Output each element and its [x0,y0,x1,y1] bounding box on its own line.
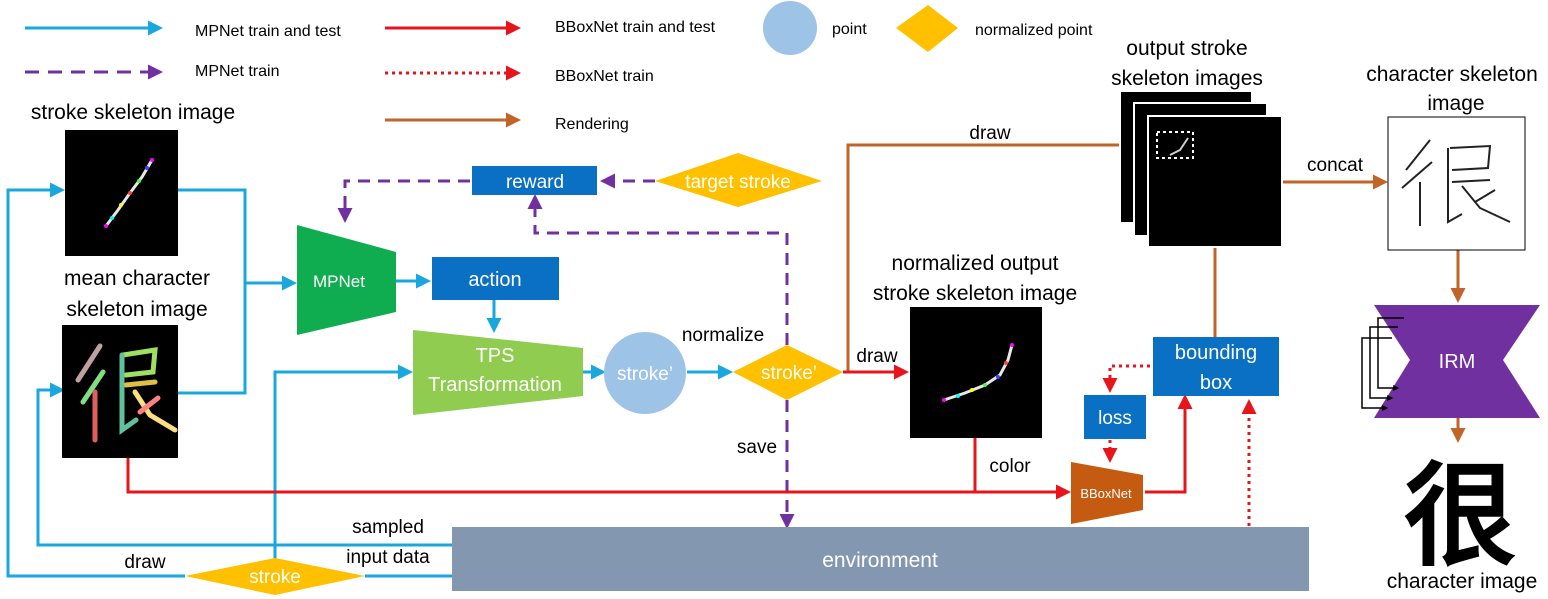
legend: MPNet train and test MPNet train BBoxNet… [25,1,1093,133]
character-glyph: 很 [1404,454,1516,579]
action-label: action [468,269,521,291]
mean-char-title-1: mean character [64,267,210,290]
mpnet-block [297,225,396,335]
sampled-label-2: input data [346,547,430,568]
normalize-label: normalize [682,325,764,346]
tps-label-1: TPS [476,345,515,367]
legend-point-circle [763,1,817,55]
target-stroke-diamond [655,153,822,207]
draw-left-label: draw [124,552,165,573]
mpnet-label: MPNet [313,272,365,291]
stroke-skeleton-image-title: stroke skeleton image [31,101,235,124]
tps-block [413,330,583,415]
save-label: save [737,437,777,458]
arrow-reward-to-mpnet [337,179,470,223]
arrow-mean-char-to-mpnet [178,283,247,395]
draw-top-label: draw [969,123,1010,144]
character-skeleton-image [1387,116,1526,251]
normalized-output-title-1: normalized output [892,252,1059,275]
sampled-label-1: sampled [352,517,424,538]
normalized-output-image [910,307,1042,438]
legend-rendering: Rendering [555,116,629,133]
legend-mpnet-train: MPNet train [195,63,279,80]
bboxnet-block [1071,462,1143,524]
mean-char-title-2: skeleton image [66,298,207,321]
legend-mpnet-train-test: MPNet train and test [195,23,341,40]
normalized-output-title-2: stroke skeleton image [873,282,1077,305]
legend-bboxnet-train-test: BBoxNet train and test [555,19,716,36]
arrow-stroke-to-tps [273,364,413,560]
arrow-stroke-draw-to-skeleton [6,182,185,578]
irm-block [1361,305,1540,418]
color-label: color [989,456,1031,477]
target-stroke-label: target stroke [685,172,791,193]
arrow-stroke-skeleton-to-mpnet [178,188,297,291]
stroke-bottom-diamond [185,558,365,595]
environment-box [452,527,1309,591]
bounding-box-node [1153,337,1279,396]
bounding-box-label-1: bounding [1175,342,1257,364]
stroke-prime-diamond-label: stroke’ [761,363,817,384]
output-stroke-title-1: output stroke [1126,37,1247,60]
concat-label: concat [1307,155,1364,176]
loss-label: loss [1098,408,1132,429]
tps-label-2: Transformation [428,374,562,396]
bboxnet-label: BBoxNet [1080,486,1132,501]
stroke-prime-diamond [733,345,843,400]
stroke-prime-circle-label: stroke’ [617,364,673,385]
character-image-title: character image [1387,570,1538,593]
mean-character-skeleton-image [62,325,178,458]
loss-box [1084,395,1146,439]
bounding-box-label-2: box [1200,372,1232,394]
legend-normalized-diamond [896,5,958,52]
reward-label: reward [506,172,564,193]
arrow-stroke-to-reward [527,194,789,345]
arrow-mean-to-bboxnet [126,458,1071,500]
char-skeleton-title-1: character skeleton [1366,63,1538,86]
legend-point: point [832,21,867,38]
legend-bboxnet-train: BBoxNet train [555,68,654,85]
stroke-prime-circle [604,332,686,414]
output-stroke-images-stack [1119,90,1283,248]
draw-mid-label: draw [856,346,897,367]
action-box [432,257,559,300]
stroke-bottom-label: stroke [249,567,301,588]
environment-label: environment [822,549,938,572]
irm-label: IRM [1439,351,1476,373]
arrow-bboxnet-to-bbox [1145,394,1193,494]
arrow-bbox-to-loss [1102,364,1150,393]
output-stroke-title-2: skeleton images [1111,67,1263,90]
legend-normalized-point: normalized point [975,22,1093,39]
reward-box [472,166,597,195]
stroke-skeleton-image [65,130,178,256]
char-skeleton-title-2: image [1427,92,1484,115]
arrow-env-to-mean-char [36,382,455,547]
